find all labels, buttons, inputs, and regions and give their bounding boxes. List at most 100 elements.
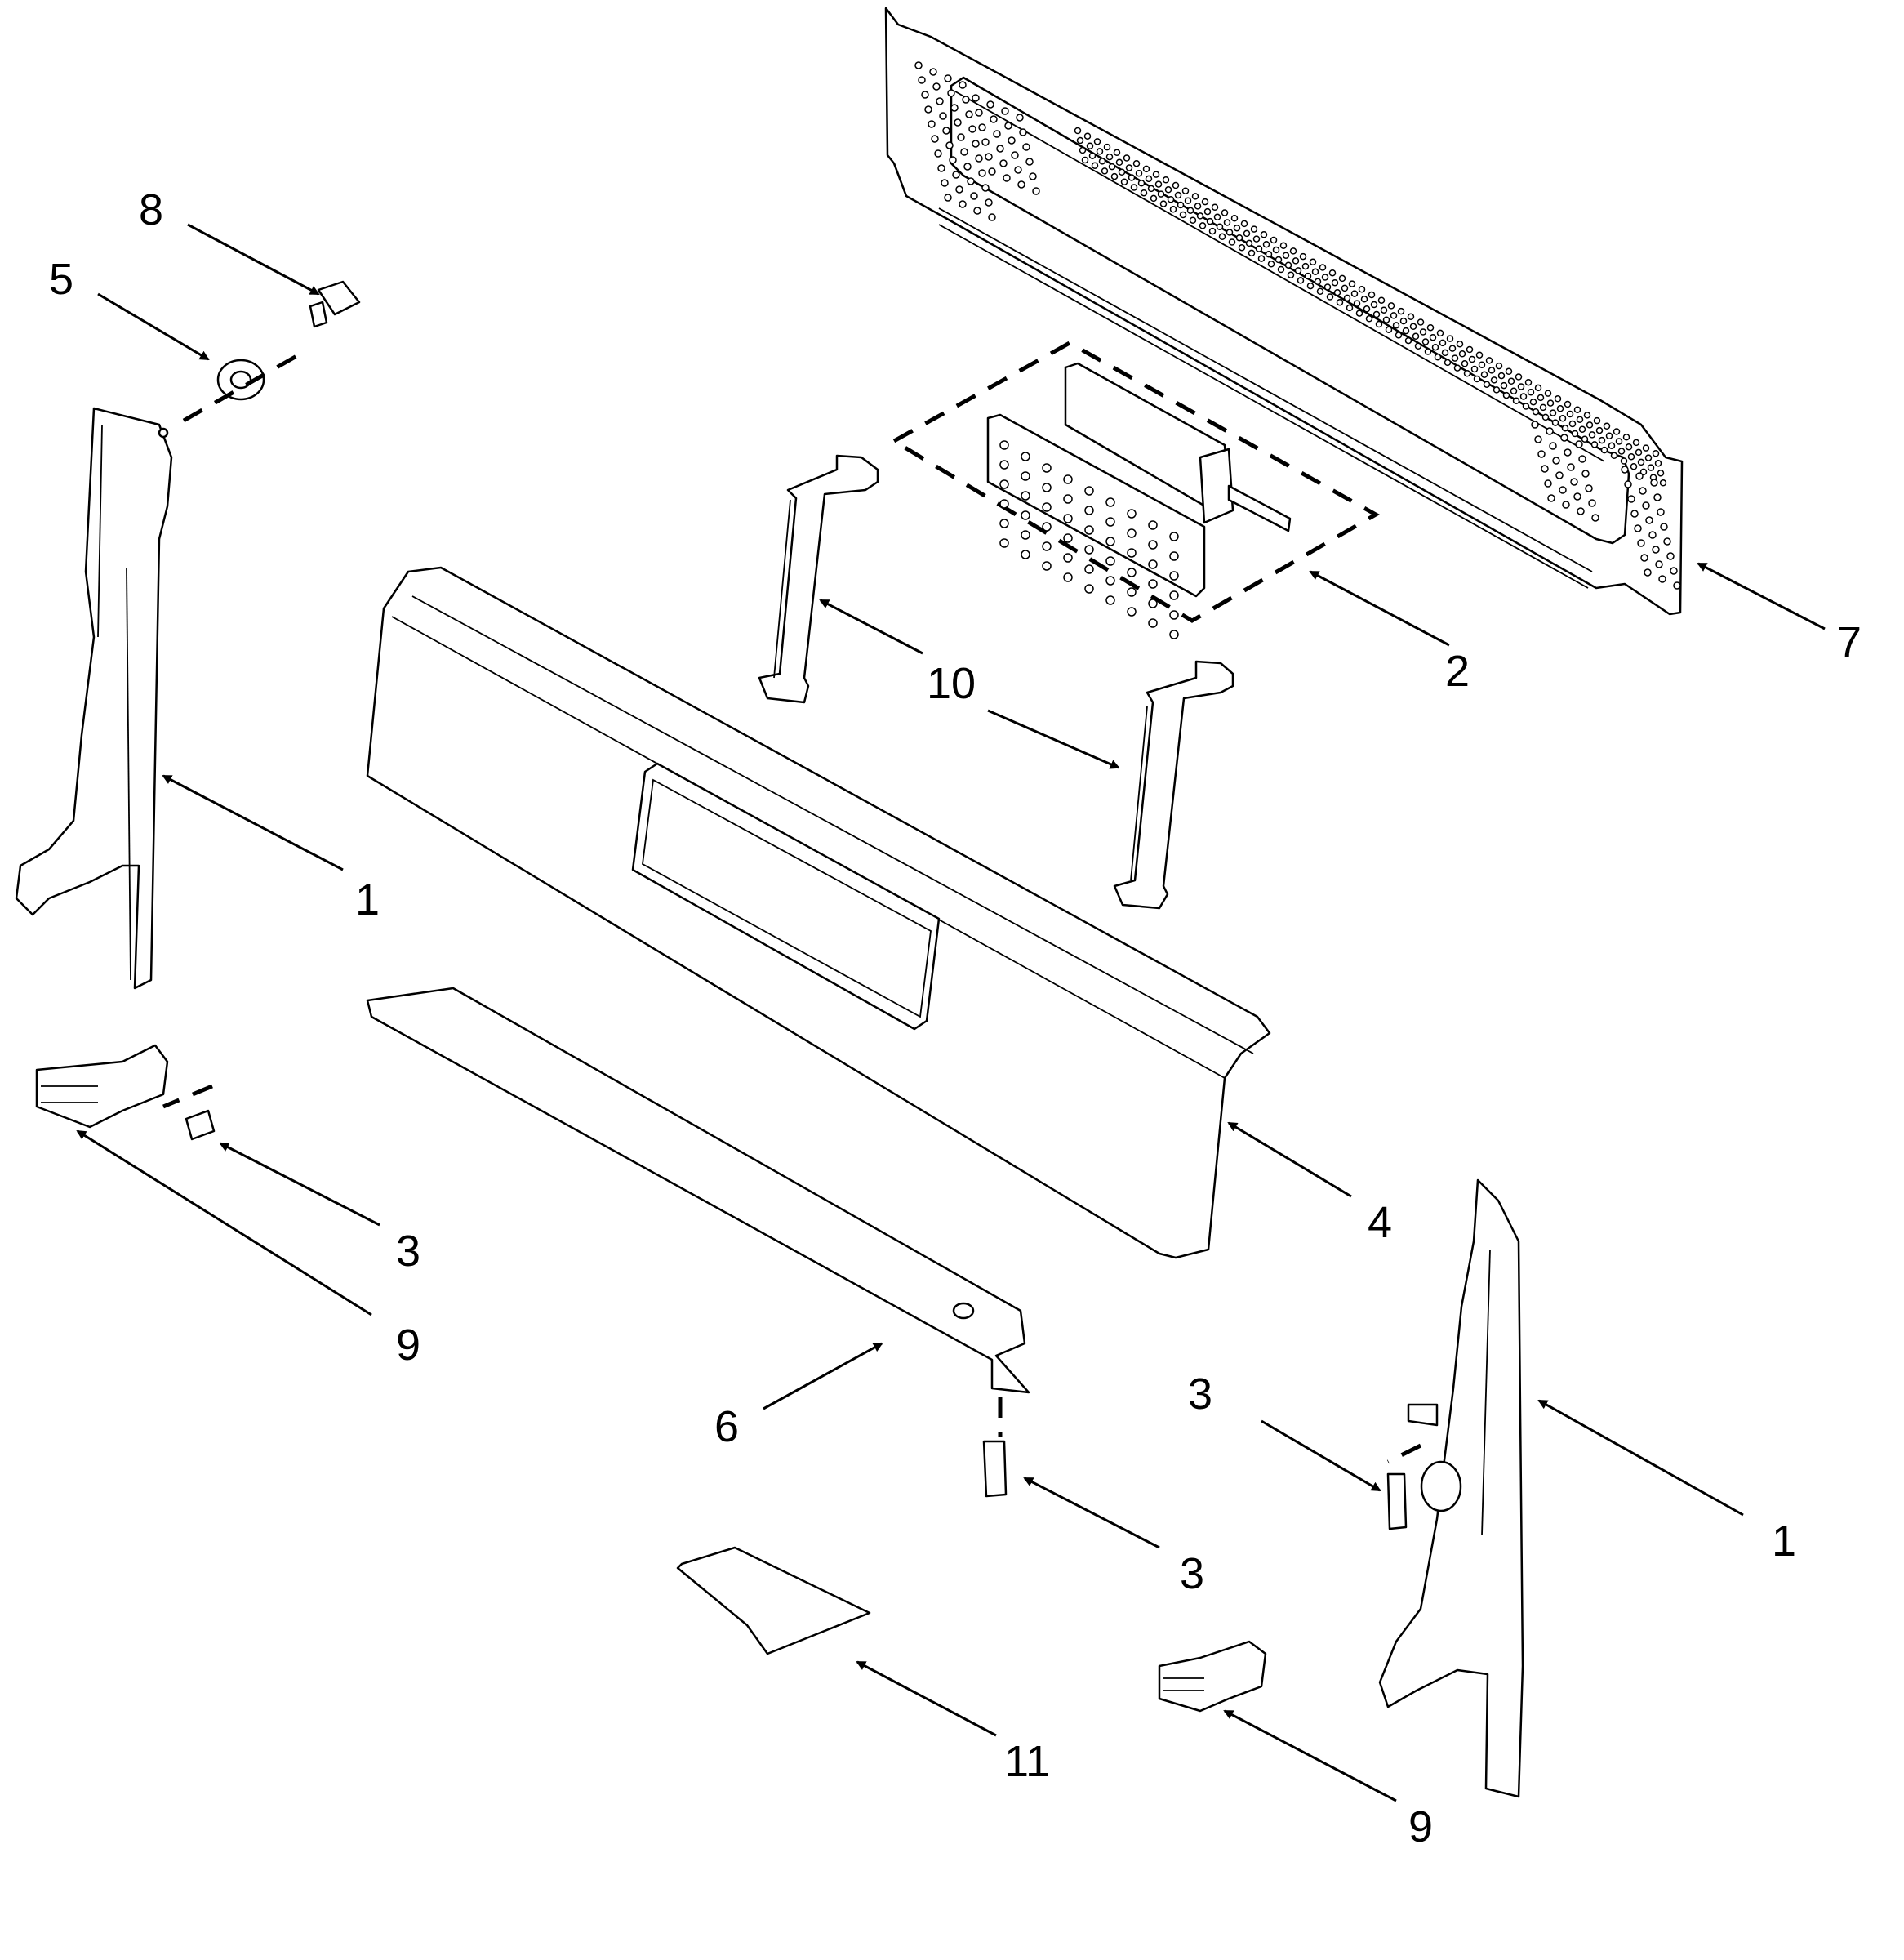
perforation-hole — [1299, 252, 1307, 261]
perforation-hole — [1610, 452, 1618, 460]
perforation-hole — [1019, 128, 1027, 136]
perforation-hole — [1098, 158, 1106, 165]
perforation-hole — [1284, 261, 1292, 269]
perforation-hole — [1287, 271, 1295, 278]
perforation-hole — [1365, 315, 1373, 323]
perforation-hole — [999, 519, 1009, 528]
perforation-hole — [1515, 373, 1523, 381]
perforation-hole — [1017, 180, 1025, 189]
perforation-hole — [1624, 480, 1632, 488]
perforation-hole — [1228, 238, 1236, 246]
perforation-hole — [1497, 372, 1506, 380]
perforation-hole — [1637, 539, 1645, 547]
perforation-hole — [1167, 196, 1175, 203]
perforation-hole — [1653, 493, 1662, 501]
perforation-hole — [1480, 371, 1488, 378]
perforation-hole — [1527, 388, 1535, 396]
perforation-hole — [1399, 317, 1408, 325]
perforation-hole — [1148, 559, 1158, 569]
perforation-hole — [1101, 167, 1109, 175]
perforation-hole — [1123, 154, 1131, 162]
perforation-hole — [1093, 138, 1101, 145]
perforation-hole — [1360, 296, 1368, 303]
perforation-hole — [1309, 258, 1317, 266]
perforation-hole — [1233, 224, 1241, 232]
perforation-hole — [1350, 290, 1359, 297]
perforation-hole — [1446, 335, 1454, 342]
perforation-hole — [1539, 403, 1547, 412]
perforation-hole — [1074, 127, 1082, 135]
perforation-hole — [1029, 172, 1037, 180]
perforation-hole — [973, 207, 981, 215]
perforation-hole — [1196, 212, 1204, 220]
perforation-hole — [1179, 211, 1187, 219]
perforation-hole — [1613, 428, 1621, 435]
perforation-hole — [1336, 298, 1344, 306]
perforation-hole — [1148, 618, 1158, 628]
perforation-hole — [1226, 229, 1234, 236]
perforation-hole — [1201, 198, 1209, 206]
perforation-hole — [1634, 524, 1642, 532]
perforation-hole — [981, 138, 990, 146]
perforation-hole — [1608, 442, 1616, 450]
perforation-hole — [1091, 162, 1099, 169]
perforation-hole — [1625, 443, 1633, 451]
perforation-hole — [1323, 283, 1332, 291]
perforation-hole — [972, 94, 980, 102]
perforation-hole — [1105, 153, 1114, 161]
perforation-hole — [1370, 301, 1378, 309]
perforation-hole — [1016, 114, 1024, 122]
side-trim-part-1-left — [15, 407, 173, 990]
perforation-hole — [936, 97, 944, 105]
perforation-hole — [1581, 470, 1590, 478]
perforation-hole — [1441, 349, 1449, 357]
perforation-hole — [1297, 277, 1305, 284]
rear-panel-part-7 — [884, 7, 1684, 616]
perforation-hole — [1490, 376, 1498, 384]
perforation-hole — [1105, 517, 1115, 527]
perforation-hole — [1512, 397, 1520, 405]
perforation-hole — [1011, 151, 1019, 159]
perforation-hole — [1255, 245, 1263, 252]
perforation-hole — [1021, 471, 1030, 481]
perforation-hole — [1598, 436, 1606, 444]
perforation-hole — [1588, 431, 1596, 439]
perforation-hole — [1648, 531, 1657, 539]
perforation-hole — [1575, 440, 1583, 448]
perforation-hole — [1262, 241, 1270, 248]
perforation-hole — [1199, 222, 1207, 229]
perforation-hole — [1021, 491, 1030, 501]
perforation-hole — [1660, 523, 1668, 531]
perforation-hole — [1113, 149, 1121, 157]
perforation-hole — [1150, 194, 1158, 203]
perforation-hole — [1375, 320, 1383, 328]
perforation-hole — [1270, 236, 1278, 244]
perforation-hole — [1127, 528, 1137, 538]
perforation-hole — [1644, 568, 1652, 577]
perforation-hole — [949, 156, 957, 164]
perforation-hole — [967, 177, 975, 185]
perforation-hole — [970, 192, 978, 200]
perforation-hole — [1559, 486, 1567, 494]
perforation-hole — [1605, 432, 1613, 440]
perforation-hole — [1392, 322, 1400, 329]
screw-part-3-center — [982, 1440, 1008, 1498]
perforation-hole — [1118, 168, 1126, 176]
callout-2: 2 — [1445, 647, 1470, 696]
perforation-hole — [957, 133, 965, 141]
perforation-hole — [1081, 156, 1089, 164]
perforation-hole — [1346, 304, 1354, 312]
perforation-hole — [932, 82, 941, 91]
perforation-hole — [1238, 243, 1246, 252]
perforation-hole — [1562, 501, 1570, 509]
perforation-hole — [1621, 466, 1629, 474]
perforation-hole — [1086, 142, 1094, 149]
perforation-hole — [937, 164, 945, 172]
perforation-hole — [1223, 219, 1231, 226]
perforation-hole — [1617, 448, 1626, 455]
perforation-hole — [1088, 152, 1097, 159]
callout-4: 4 — [1368, 1198, 1392, 1247]
perforation-hole — [929, 68, 937, 76]
perforation-hole — [1169, 206, 1177, 213]
perforation-hole — [939, 112, 947, 120]
